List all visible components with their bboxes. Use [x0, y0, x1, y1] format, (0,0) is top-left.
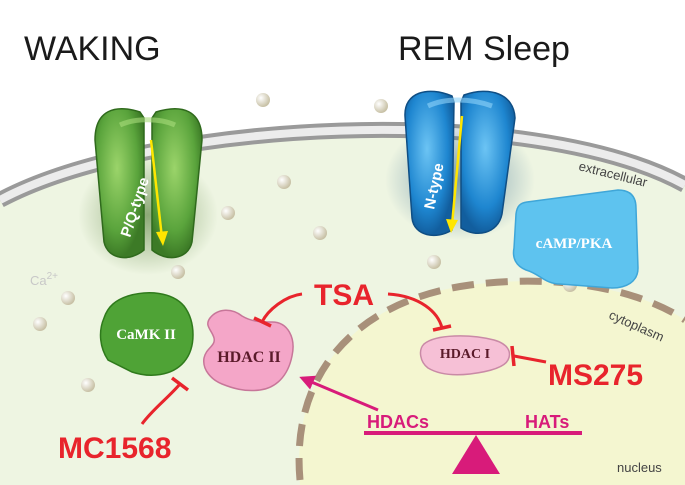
calcium-bead	[427, 255, 441, 269]
label-camk2: CaMK II	[116, 327, 176, 343]
label-nucleus: nucleus	[617, 460, 662, 475]
calcium-bead	[81, 378, 95, 392]
tsa-inhibition: TSA	[253, 279, 452, 332]
hdac2-enzyme: HDAC II	[203, 309, 294, 392]
mc1568-inhibition: MC1568	[58, 376, 190, 465]
label-mc1568: MC1568	[58, 432, 171, 465]
label-calcium: Ca2+	[30, 271, 58, 288]
camk2-enzyme: CaMK II	[99, 292, 194, 376]
hdac-hat-balance: HDACs HATs	[364, 412, 582, 474]
label-tsa: TSA	[314, 279, 374, 312]
label-camp-pka: cAMP/PKA	[536, 236, 613, 252]
ca-influx-arrow	[149, 139, 164, 239]
ms275-inhibition: MS275	[510, 345, 643, 392]
hdac1-enzyme: HDAC I	[419, 335, 511, 376]
calcium-bead	[313, 226, 327, 240]
calcium-bead	[256, 93, 270, 107]
balance-fulcrum	[452, 435, 500, 474]
label-hdac1: HDAC I	[440, 347, 490, 362]
hdac-activation-arrow	[299, 375, 379, 412]
calcium-bead	[33, 317, 47, 331]
n-type-channel: N-type	[385, 90, 535, 240]
calcium-bead	[221, 206, 235, 220]
camp-pka-complex: cAMP/PKA	[512, 189, 639, 289]
label-hats: HATs	[525, 412, 569, 432]
nuclear-envelope	[295, 277, 685, 481]
label-hdacs: HDACs	[367, 412, 429, 432]
pq-type-channel: P/Q-type	[78, 108, 218, 275]
label-ms275: MS275	[548, 359, 643, 392]
title-rem-sleep: REM Sleep	[398, 30, 570, 68]
calcium-bead	[374, 99, 388, 113]
ca-influx-arrow	[450, 115, 464, 226]
calcium-bead	[61, 291, 75, 305]
calcium-bead	[277, 175, 291, 189]
label-hdac2: HDAC II	[217, 349, 281, 366]
title-waking: WAKING	[24, 30, 161, 68]
